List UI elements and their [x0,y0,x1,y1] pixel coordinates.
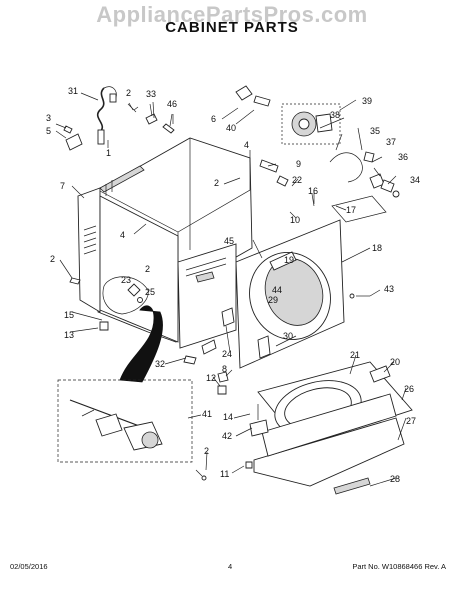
callout-8: 8 [222,364,227,374]
power-cord-assembly [96,86,117,145]
footer-part-number: Part No. W10868466 Rev. A [352,562,446,571]
callout-36: 36 [398,152,408,162]
callout-7: 7 [60,181,65,191]
callout-20: 20 [390,357,400,367]
callout-22: 22 [292,175,302,185]
callout-42: 42 [222,431,232,441]
callout-1: 1 [106,148,111,158]
callout-32: 32 [155,359,165,369]
callout-labels: 31 2 33 46 3 5 1 6 40 39 38 35 37 36 34 … [46,86,420,484]
callout-35: 35 [370,126,380,136]
page-title: CABINET PARTS [165,19,299,36]
callout-3: 3 [46,113,51,123]
callout-15: 15 [64,310,74,320]
door-hinge-parts [217,385,269,469]
callout-18: 18 [372,243,382,253]
base-frame [177,243,271,383]
callout-2: 2 [50,254,55,264]
callout-23: 23 [121,275,131,285]
door-assembly [253,361,413,495]
watermark: AppliancePartsPros.com [96,2,368,27]
callout-11: 11 [220,469,229,479]
callout-30: 30 [283,331,293,341]
right-small-parts [235,85,395,223]
callout-2: 2 [204,446,209,456]
callout-39: 39 [362,96,372,106]
callout-26: 26 [404,384,414,394]
callout-10: 10 [290,215,300,225]
callout-17: 17 [346,205,356,215]
callout-4: 4 [120,230,125,240]
callout-29: 29 [268,295,278,305]
callout-41: 41 [202,409,212,419]
callout-14: 14 [223,412,233,422]
leveling-feet [69,277,109,331]
front-panel [235,219,345,369]
top-left-fasteners [63,103,175,151]
callout-2: 2 [126,88,131,98]
callout-43: 43 [384,284,394,294]
callout-46: 46 [167,99,177,109]
callout-28: 28 [390,474,400,484]
callout-12: 12 [206,373,216,383]
callout-4: 4 [244,140,249,150]
lint-housing [102,276,149,315]
bottom-fasteners [195,190,400,481]
leader-lines [55,92,407,487]
callout-5: 5 [46,126,51,136]
callout-40: 40 [226,123,236,133]
callout-6: 6 [211,114,216,124]
exhaust-duct [119,305,163,383]
callout-27: 27 [406,416,416,426]
callout-31: 31 [68,86,78,96]
callout-13: 13 [64,330,74,340]
callout-2: 2 [145,264,150,274]
callout-33: 33 [146,89,156,99]
callout-37: 37 [386,137,396,147]
callout-34: 34 [410,175,420,185]
detail-inset [57,379,193,463]
motor-assembly [281,103,341,145]
side-panel [77,187,179,343]
callout-19: 19 [284,255,294,265]
footer-page-number: 4 [228,562,233,571]
callout-24: 24 [222,349,232,359]
callout-25: 25 [145,287,155,297]
callout-44: 44 [272,285,282,295]
callout-45: 45 [224,236,234,246]
callout-16: 16 [308,186,318,196]
callout-9: 9 [296,159,301,169]
callout-2: 2 [214,178,219,188]
callout-38: 38 [330,110,340,120]
footer-date: 02/05/2016 [10,562,48,571]
callout-21: 21 [350,350,360,360]
